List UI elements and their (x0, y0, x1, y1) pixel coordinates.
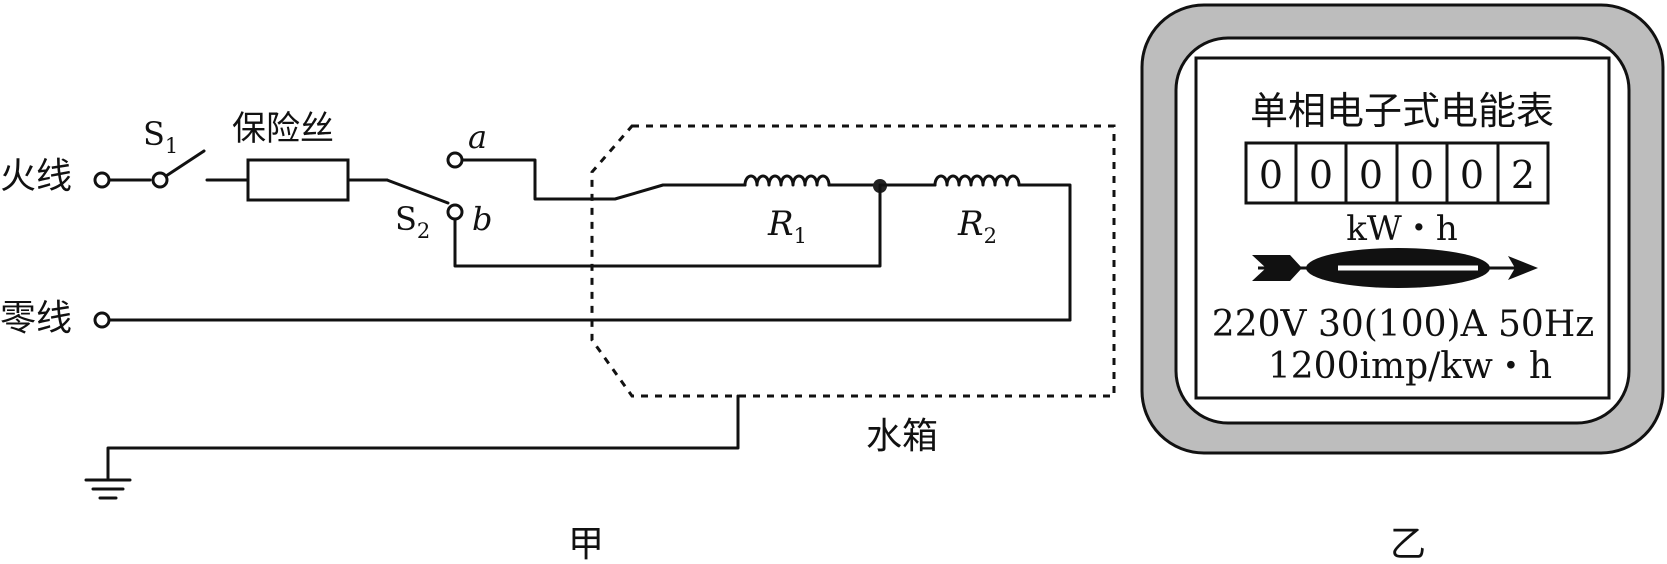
wire-r2-to-neutral (1017, 183, 1072, 322)
switch-s1-pivot (151, 171, 169, 189)
fuse-label: 保险丝 (232, 109, 334, 149)
circuit-diagram: 火线 S1 保险丝 a b S2 R1 (0, 109, 1116, 564)
fuse-body (246, 158, 350, 202)
meter-counter: 0 0 0 0 0 2 (1244, 141, 1550, 205)
switch-s2-blade (385, 178, 450, 205)
meter-digit-6: 2 (1511, 153, 1535, 197)
wire-a-to-heaters (460, 158, 747, 201)
energy-meter: 单相电子式电能表 0 0 0 0 0 2 kW・h 220V 30(100)A … (1140, 3, 1665, 564)
contact-b-terminal (446, 203, 464, 221)
meter-digit-2: 0 (1309, 153, 1333, 197)
meter-unit: kW・h (1346, 209, 1457, 249)
resistor-r1-coil (743, 174, 831, 187)
wire-b-to-node (453, 184, 882, 268)
contact-a-terminal (446, 151, 464, 169)
meter-digit-3: 0 (1359, 153, 1383, 197)
meter-digit-4: 0 (1410, 153, 1434, 197)
meter-digit-5: 0 (1460, 153, 1484, 197)
figure-a-caption: 甲 (568, 524, 604, 564)
figure-b-caption: 乙 (1390, 524, 1426, 564)
neutral-wire-terminal (93, 311, 111, 329)
neutral-wire-label: 零线 (0, 298, 72, 339)
water-tank-label: 水箱 (866, 416, 938, 457)
resistor-r1-label: R1 (767, 204, 807, 248)
meter-panel (1194, 56, 1611, 400)
ground-wire (106, 394, 740, 480)
switch-s2-label: S2 (395, 200, 430, 243)
ground-symbol (84, 478, 132, 500)
contact-a-label: a (468, 118, 487, 156)
resistor-r2-coil (933, 174, 1021, 187)
resistor-r2-label: R2 (957, 204, 997, 248)
meter-disc-indicator (1252, 248, 1538, 288)
switch-s1-blade (164, 149, 206, 178)
live-wire-label: 火线 (0, 156, 72, 197)
switch-s1-label: S1 (143, 115, 178, 158)
contact-b-label: b (472, 200, 492, 238)
meter-digit-1: 0 (1259, 153, 1283, 197)
meter-impulse-constant: 1200imp/kw・h (1268, 346, 1552, 387)
live-wire-terminal (93, 171, 111, 189)
meter-rating: 220V 30(100)A 50Hz (1212, 304, 1594, 345)
water-tank-outline (590, 124, 1116, 398)
meter-title: 单相电子式电能表 (1250, 89, 1554, 133)
